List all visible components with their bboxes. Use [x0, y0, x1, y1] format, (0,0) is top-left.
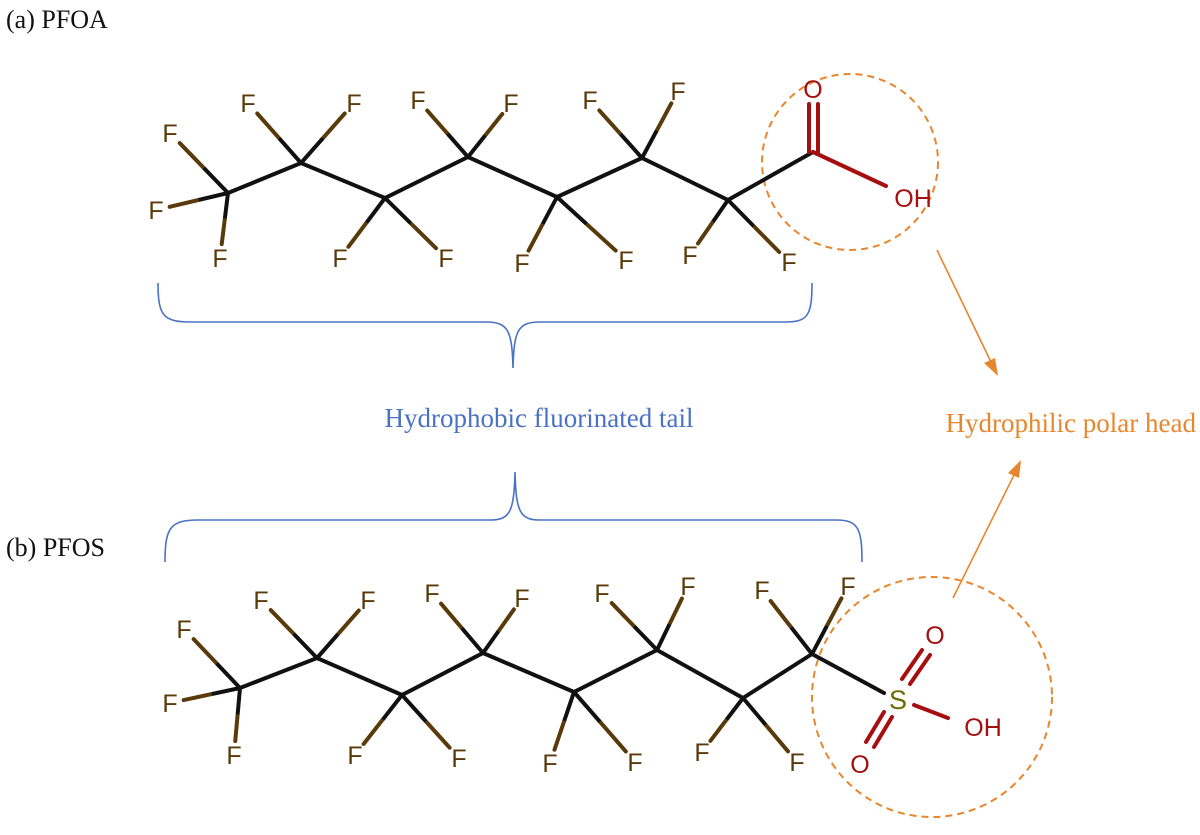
- pfos-fluorine-bond: [233, 686, 242, 744]
- pfos-fluorine-bond: [609, 601, 659, 652]
- pfos-fluorine-atom: F: [680, 573, 695, 601]
- panel-label-pfoa: (a) PFOA: [6, 5, 108, 34]
- pfos-fluorine-atom: F: [162, 690, 177, 718]
- pfoa-fluorine-atom: F: [582, 87, 597, 115]
- pfoa-fluorine-atom: F: [438, 245, 453, 273]
- tail-brace-pfos: [164, 471, 863, 563]
- pfoa-fluorine-bond: [219, 191, 230, 247]
- pfos-fluorine-atom: F: [594, 580, 609, 608]
- pfos-fluorine-atom: F: [347, 742, 362, 770]
- pfoa-carbonyl-oxygen: O: [803, 76, 822, 104]
- pfos-fluorine-bond: [655, 596, 684, 652]
- pfos-fluorine-atom: F: [789, 749, 804, 777]
- pfos-fluorine-bond: [315, 608, 361, 660]
- pfos-fluorine-atom: F: [176, 616, 191, 644]
- pfoa-fluorine-bond: [555, 195, 618, 253]
- panel-label-pfos: (b) PFOS: [6, 533, 105, 562]
- head-arrow-pfos: [952, 460, 1021, 599]
- pfos-fluorine-bond: [810, 596, 844, 656]
- pfos-fluorine-atom: F: [542, 750, 557, 778]
- pfoa-hydroxyl-bond: [811, 150, 888, 188]
- pfos-sulfonyl-oxygen-bottom: O: [850, 751, 869, 779]
- pfoa-fluorine-atom: F: [670, 78, 685, 106]
- pfoa-fluorine-bond: [726, 198, 782, 255]
- pfoa-fluorine-atom: F: [212, 245, 227, 273]
- pfoa-fluorine-atom: F: [332, 245, 347, 273]
- pfos-fluorine-atom: F: [226, 742, 241, 770]
- pfos-fluorine-atom: F: [514, 585, 529, 613]
- pfos-fluorine-bond: [481, 607, 516, 655]
- pfos-fluorine-bond: [361, 693, 404, 746]
- pfos-carbon-backbone: [238, 647, 814, 701]
- pfos-fluorine-bond: [268, 608, 319, 660]
- pfoa-fluorine-atom: F: [240, 90, 255, 118]
- pfos-fluorine-bond: [708, 696, 745, 743]
- pfoa-fluorine-bond: [640, 101, 674, 160]
- pfoa-fluorine-atom: F: [618, 247, 633, 275]
- pfoa-fluorine-atom: F: [781, 249, 796, 277]
- pfos-fluorine-bond: [741, 696, 790, 754]
- head-arrow-pfoa: [936, 249, 998, 376]
- pfos-fluorine-atom: F: [627, 749, 642, 777]
- pfos-fluorine-atom: F: [424, 580, 439, 608]
- pfos-fluorine-bond: [181, 686, 242, 703]
- pfos-fluorine-atom: F: [840, 573, 855, 601]
- pfos-sulfonyl-oxygen-top: O: [925, 622, 944, 650]
- polar-head-circle-pfoa: [761, 73, 939, 251]
- pfos-sulfonyl-bond-down-2: [872, 715, 894, 749]
- pfoa-fluorine-bond: [299, 111, 347, 165]
- pfos-fluorine-bond: [552, 690, 576, 752]
- pfoa-molecule: O OH F F F F F F F F F F F F F F F: [148, 76, 931, 278]
- tail-brace-pfoa: [157, 282, 813, 369]
- pfoa-fluorine-atom: F: [346, 90, 361, 118]
- pfoa-hydroxyl-group: OH: [894, 185, 932, 213]
- pfoa-fluorine-bond: [255, 111, 303, 165]
- pfoa-fluorine-bond: [526, 195, 559, 253]
- pfos-sulfur-atom: S: [889, 685, 907, 715]
- pfos-fluorine-atom: F: [754, 577, 769, 605]
- pfoa-fluorine-bond: [383, 196, 439, 251]
- pfoa-fluorine-atom: F: [682, 242, 697, 270]
- pfoa-fluorine-atom: F: [410, 87, 425, 115]
- pfos-fluorine-bond: [400, 693, 452, 750]
- pfoa-fluorine-atom: F: [503, 90, 518, 118]
- pfos-fluorine-atoms: F F F F F F F F F F F F F F F F F: [162, 573, 855, 778]
- pfos-fluorine-bond: [191, 637, 242, 690]
- head-caption: Hydrophilic polar head: [946, 408, 1197, 438]
- pfos-fluorine-bond: [572, 690, 628, 754]
- pfoa-fluorine-bond: [167, 191, 230, 209]
- pfoa-fluorine-bond: [346, 196, 387, 249]
- pfos-carbon-sulfur-bond: [810, 652, 886, 695]
- pfos-fluorine-atom: F: [253, 587, 268, 615]
- pfoa-fluorine-atom: F: [514, 250, 529, 278]
- pfoa-fluorine-atom: F: [148, 197, 163, 225]
- tail-caption: Hydrophobic fluorinated tail: [385, 403, 694, 433]
- pfos-hydroxyl-bond: [912, 703, 950, 720]
- pfoa-fluorine-bond: [597, 108, 644, 160]
- pfos-fluorine-bond: [439, 601, 485, 655]
- pfoa-fluorine-atom: F: [162, 120, 177, 148]
- pfoa-fluorine-bond: [695, 198, 730, 246]
- pfos-sulfonyl-bond-down-1: [864, 710, 886, 744]
- pfos-sulfonyl-bond-up-1: [900, 648, 924, 681]
- pfoa-fluorine-bond: [425, 108, 470, 159]
- pfos-sulfonyl-bond-up-2: [908, 653, 932, 686]
- pfoa-fluorine-bond: [177, 141, 230, 195]
- pfoa-fluorine-atoms: F F F F F F F F F F F F F F F: [148, 78, 796, 278]
- pfos-fluorine-atom: F: [451, 745, 466, 773]
- pfos-fluorine-atom: F: [360, 587, 375, 615]
- pfos-molecule: S O O OH F F F F F F F F F F F F F F F F F: [162, 573, 1001, 779]
- pfos-fluorine-bond: [768, 599, 814, 656]
- pfoa-carbon-backbone: [226, 150, 815, 203]
- polar-head-circle-pfos: [811, 576, 1053, 818]
- pfoa-fluorine-bond: [466, 111, 505, 159]
- pfos-fluorine-atom: F: [694, 739, 709, 767]
- pfos-hydroxyl-group: OH: [964, 714, 1002, 742]
